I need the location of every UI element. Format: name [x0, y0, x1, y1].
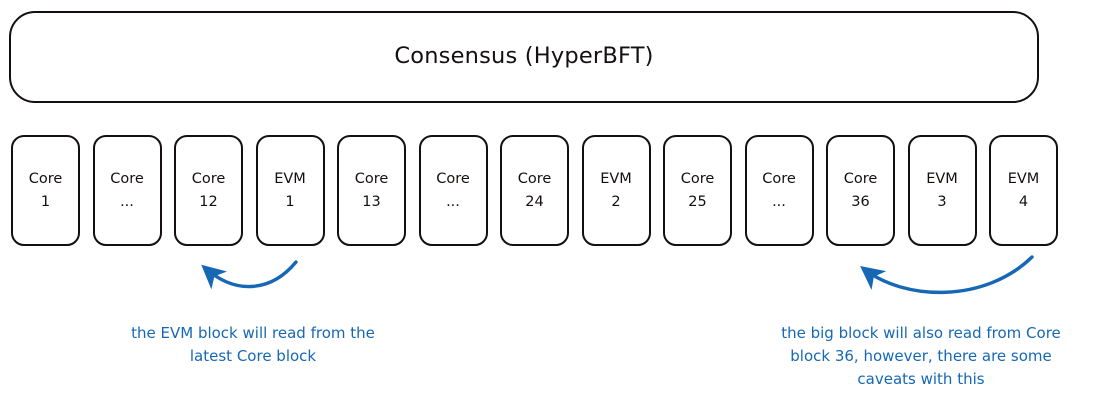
block-number-label: 4: [1018, 193, 1029, 210]
block-kind-label: Core: [28, 171, 63, 187]
block-kind-label: Core: [110, 171, 144, 187]
block-kind-label: Core: [762, 171, 796, 187]
block-core-12: Core 12: [174, 135, 243, 246]
block-number-label: 3: [937, 193, 947, 210]
block-core-1: Core 1: [11, 135, 80, 246]
annotation-line: latest Core block: [189, 347, 317, 365]
block-kind-label: EVM: [600, 171, 632, 187]
block-number-label: 12: [199, 193, 218, 210]
block-kind-label: Core: [191, 171, 226, 187]
right-arrow: [860, 255, 1034, 295]
block-kind-label: Core: [436, 171, 470, 187]
block-number-label: 1: [285, 193, 295, 210]
block-kind-label: Core: [517, 171, 552, 187]
block-number-label: ...: [446, 193, 460, 210]
block-kind-label: Core: [680, 171, 715, 187]
annotation-line: caveats with this: [857, 370, 985, 388]
annotation-line: block 36, however, there are some: [790, 347, 1052, 365]
block-core-ellipsisellipsisellipsis: Core...: [418, 135, 488, 246]
block-number-label: 1: [40, 193, 51, 210]
annotation-right: the big block will also read from Core bl…: [766, 322, 1076, 391]
block-core-13: Core 13: [337, 135, 406, 246]
block-number-label: 13: [362, 193, 381, 210]
annotation-line: the big block will also read from Core: [781, 324, 1061, 342]
block-number-label: 36: [851, 193, 870, 210]
block-core-25: Core 25: [663, 135, 732, 246]
consensus-bar: Consensus (HyperBFT): [9, 11, 1039, 103]
block-evm-1: EVM 1: [255, 135, 325, 246]
block-kind-label: EVM: [926, 171, 958, 187]
block-evm-4: EVM 4: [989, 135, 1058, 246]
consensus-title: Consensus (HyperBFT): [394, 43, 654, 69]
block-kind-label: Core: [354, 171, 389, 187]
block-kind-label: EVM: [1007, 171, 1040, 187]
annotation-line: the EVM block will read from the: [131, 324, 375, 342]
block-number-label: 24: [525, 193, 544, 210]
annotation-left: the EVM block will read from the latest C…: [112, 322, 394, 368]
block-kind-label: EVM: [274, 171, 306, 187]
block-number-label: 25: [688, 193, 707, 210]
block-core-ellipsisellipsisellipsis: Core...: [744, 135, 814, 246]
left-arrow: [201, 260, 298, 290]
block-evm-2: EVM 2: [581, 135, 651, 246]
block-evm-3: EVM 3: [907, 135, 977, 246]
block-kind-label: Core: [843, 171, 878, 187]
block-core-24: Core 24: [500, 135, 569, 246]
block-core-ellipsisellipsisellipsis: Core...: [92, 135, 162, 246]
block-number-label: ...: [120, 193, 134, 210]
block-number-label: ...: [772, 193, 786, 210]
block-number-label: 2: [611, 193, 621, 210]
block-core-36: Core 36: [826, 135, 895, 246]
